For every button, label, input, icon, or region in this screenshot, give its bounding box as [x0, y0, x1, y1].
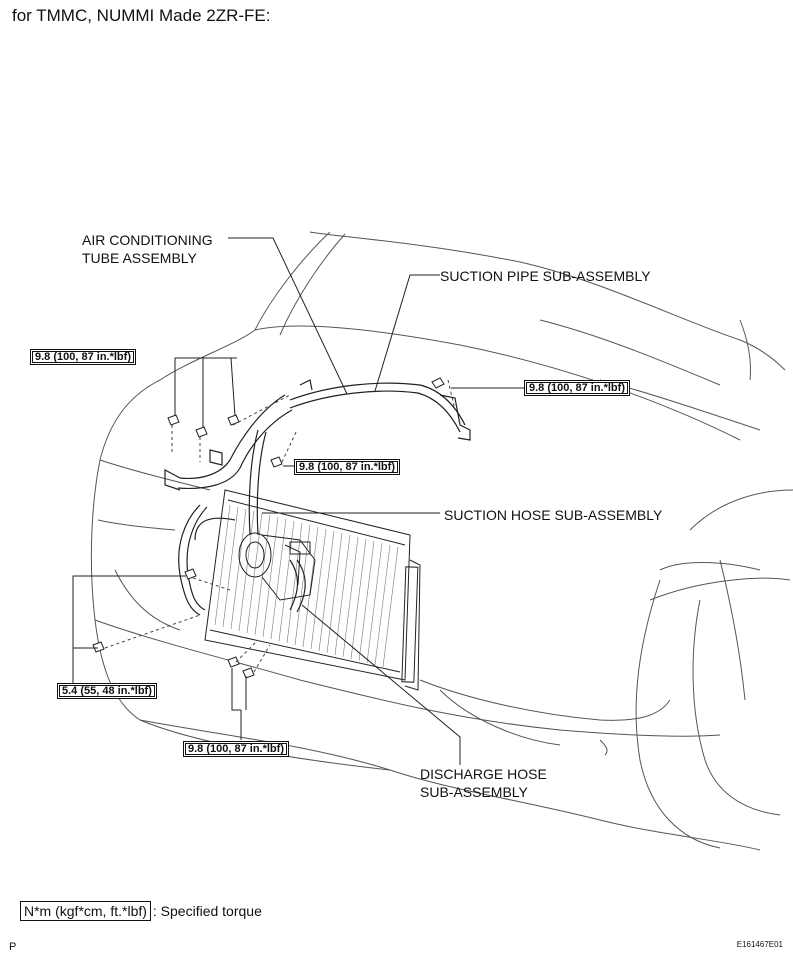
legend-unit-box: N*m (kgf*cm, ft.*lbf) — [20, 901, 151, 921]
torque-legend: N*m (kgf*cm, ft.*lbf) : Specified torque — [20, 901, 262, 921]
leader-lines — [72, 237, 525, 765]
torque-spec-right: 9.8 (100, 87 in.*lbf) — [524, 380, 630, 396]
discharge-hose-label-line1: DISCHARGE HOSE — [420, 766, 547, 782]
torque-spec-top-left: 9.8 (100, 87 in.*lbf) — [30, 349, 136, 365]
refrigerant-tubes — [164, 379, 471, 616]
suction-pipe-label: SUCTION PIPE SUB-ASSEMBLY — [440, 268, 651, 284]
alignment-dashes — [104, 379, 456, 673]
ac-tube-label-line2: TUBE ASSEMBLY — [82, 250, 197, 266]
ac-tube-label-line1: AIR CONDITIONING — [82, 232, 213, 248]
illustration-code: E161467E01 — [736, 940, 783, 949]
vehicle-body-outline — [90, 231, 793, 851]
torque-spec-left: 5.4 (55, 48 in.*lbf) — [57, 683, 157, 699]
compressor — [238, 532, 316, 601]
torque-spec-middle: 9.8 (100, 87 in.*lbf) — [294, 459, 400, 475]
bolts — [92, 377, 445, 679]
footer-page-marker: P — [9, 941, 17, 953]
suction-hose-label: SUCTION HOSE SUB-ASSEMBLY — [444, 507, 663, 523]
page-heading: for TMMC, NUMMI Made 2ZR-FE: — [12, 6, 271, 25]
condenser-fins — [214, 504, 399, 668]
legend-description: : Specified torque — [152, 903, 262, 919]
torque-spec-bottom: 9.8 (100, 87 in.*lbf) — [183, 741, 289, 757]
discharge-hose-label-line2: SUB-ASSEMBLY — [420, 784, 528, 800]
